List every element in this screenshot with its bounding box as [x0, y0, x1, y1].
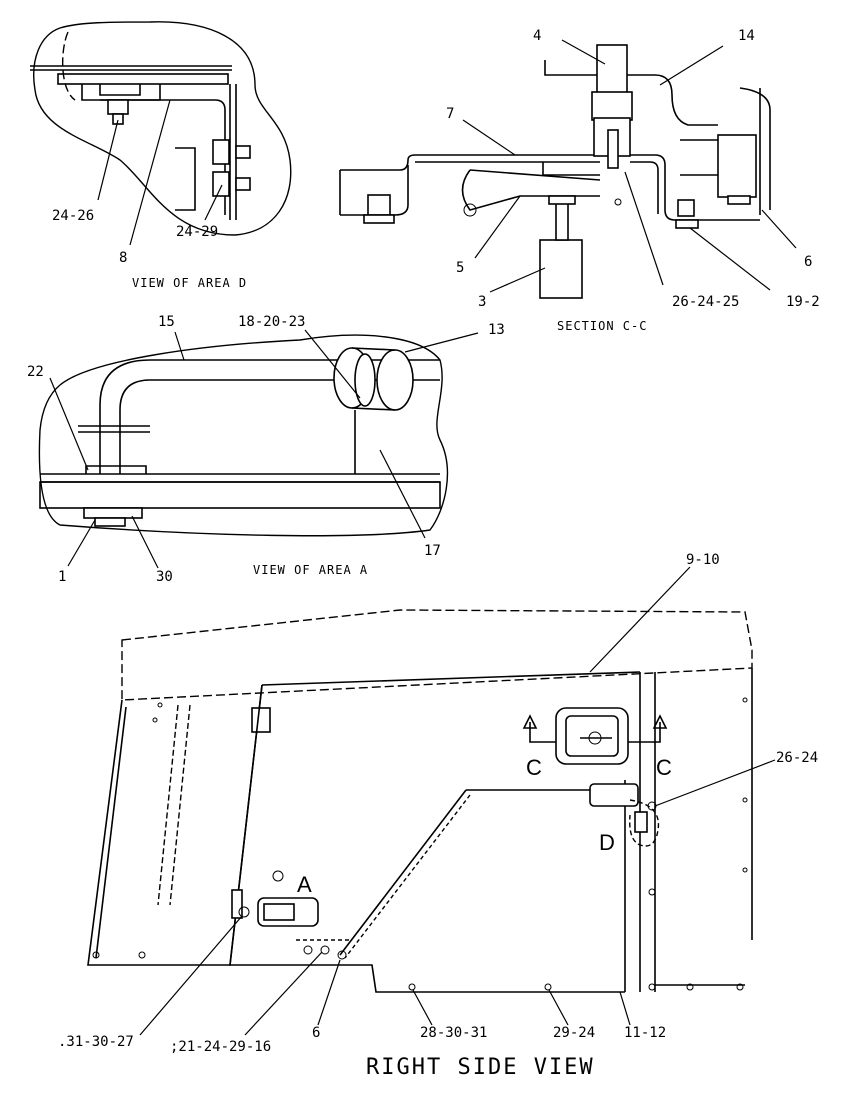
callout-area-a-2: 13 [488, 322, 505, 338]
callout-side-2: .31-30-27 [58, 1034, 134, 1050]
callout-section-1: 14 [738, 28, 755, 44]
callout-area-d-2: 24-29 [176, 224, 218, 240]
callout-side-7: 11-12 [624, 1025, 666, 1041]
marker-c-left: C [526, 755, 542, 780]
callout-area-a-6: 30 [156, 569, 173, 585]
right-side-view: 9-10 26-24 .31-30-27 ;21-24-29-16 6 28-3… [58, 552, 818, 1080]
callout-side-1: 26-24 [776, 750, 818, 766]
callout-section-7: 6 [804, 254, 812, 270]
callout-section-5: 26-24-25 [672, 294, 739, 310]
area-a-title: VIEW OF AREA A [253, 563, 368, 577]
callout-area-d-1: 8 [119, 250, 127, 266]
section-c-c-title: SECTION C-C [557, 319, 647, 333]
callout-section-4: 3 [478, 294, 486, 310]
callout-area-d-0: 24-26 [52, 208, 94, 224]
section-c-c: 4 14 7 5 3 26-24-25 19-2 6 SECTION C-C [339, 28, 820, 333]
callout-section-0: 4 [533, 28, 541, 44]
callout-area-a-1: 18-20-23 [238, 314, 305, 330]
callout-side-5: 28-30-31 [420, 1025, 487, 1041]
callout-section-3: 5 [456, 260, 464, 276]
view-area-d: 24-26 8 24-29 VIEW OF AREA D [30, 21, 292, 290]
callout-side-4: 6 [312, 1025, 320, 1041]
view-area-a: 15 18-20-23 13 22 17 1 30 VIEW OF AREA A [27, 314, 505, 585]
callout-side-0: 9-10 [686, 552, 720, 568]
callout-area-a-0: 15 [158, 314, 175, 330]
callout-area-a-3: 22 [27, 364, 44, 380]
callout-area-a-4: 17 [424, 543, 441, 559]
marker-c-right: C [656, 755, 672, 780]
marker-d: D [599, 830, 615, 855]
right-side-title: RIGHT SIDE VIEW [366, 1055, 595, 1080]
callout-side-6: 29-24 [553, 1025, 595, 1041]
callout-section-6: 19-2 [786, 294, 820, 310]
callout-side-3: ;21-24-29-16 [170, 1039, 271, 1055]
callout-area-a-5: 1 [58, 569, 66, 585]
marker-a: A [297, 872, 312, 897]
callout-section-2: 7 [446, 106, 454, 122]
area-d-title: VIEW OF AREA D [132, 276, 247, 290]
